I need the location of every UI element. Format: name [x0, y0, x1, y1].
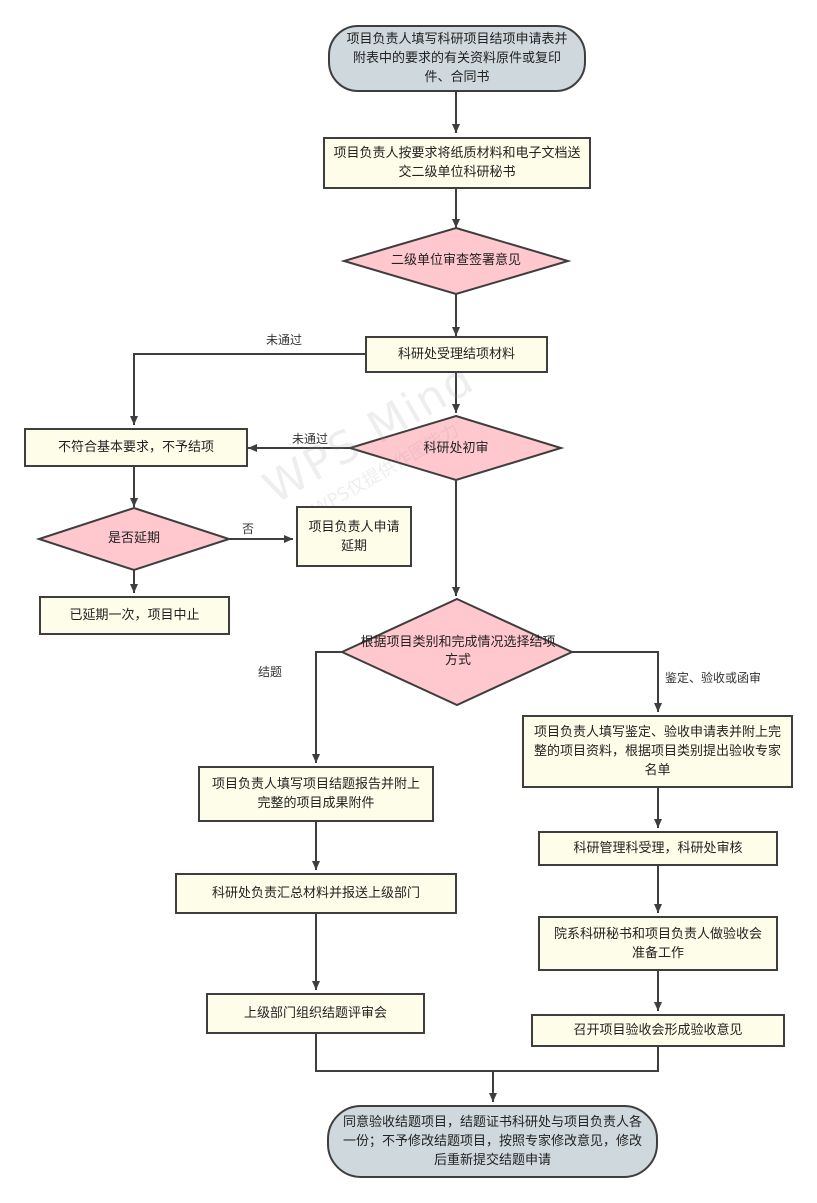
- choose-method-label: 根据项目类别和完成情况选择结项方式: [360, 635, 556, 668]
- edge-choose-right: [572, 651, 662, 712]
- right-accept-text: 科研管理科受理，科研处审核: [573, 841, 743, 856]
- decision-initial-review: [346, 414, 565, 482]
- not-meet-box: 不符合基本要求，不予结项: [24, 428, 248, 467]
- label-conclude: 结题: [258, 665, 283, 679]
- extended-question-label: 是否延期: [107, 531, 160, 546]
- decision-extended: [35, 506, 233, 572]
- right-meeting-text: 召开项目验收会形成验收意见: [573, 1023, 743, 1038]
- end-terminal: 同意验收结题项目，结题证书科研处与项目负责人各一份；不予修改结题项目，按照专家修…: [327, 1105, 658, 1178]
- decision-choose-method: [339, 597, 575, 707]
- end-text: 同意验收结题项目，结题证书科研处与项目负责人各一份；不予修改结题项目，按照专家修…: [343, 1115, 643, 1168]
- apply-extension-box: 项目负责人申请延期: [296, 506, 412, 567]
- submit-text: 项目负责人按要求将纸质材料和电子文档送交二级单位科研秘书: [333, 146, 581, 180]
- accept-materials-box: 科研处受理结项材料: [365, 336, 548, 373]
- terminated-box: 已延期一次，项目中止: [39, 596, 230, 635]
- label-no: 否: [242, 522, 255, 536]
- right-prepare-text: 院系科研秘书和项目负责人做验收会准备工作: [553, 926, 762, 961]
- right-accept-box: 科研管理科受理，科研处审核: [538, 831, 778, 866]
- start-text: 项目负责人填写科研项目结项申请表并附表中的要求的有关资料原件或复印件、合同书: [346, 32, 568, 85]
- accept-text: 科研处受理结项材料: [397, 347, 515, 362]
- terminated-text: 已延期一次，项目中止: [69, 608, 200, 623]
- right-meeting-box: 召开项目验收会形成验收意见: [531, 1014, 785, 1047]
- left-summary-box: 科研处负责汇总材料并报送上级部门: [175, 873, 457, 914]
- label-initial-not-passed: 未通过: [292, 432, 329, 446]
- left-review-box: 上级部门组织结题评审会: [206, 993, 425, 1034]
- dept-review-label: 二级单位审查签署意见: [390, 253, 521, 268]
- start-terminal: 项目负责人填写科研项目结项申请表并附表中的要求的有关资料原件或复印件、合同书: [328, 25, 586, 92]
- label-appraise: 鉴定、验收或函审: [665, 671, 762, 685]
- edge-accept-notmeet: [130, 353, 365, 425]
- submit-materials-box: 项目负责人按要求将纸质材料和电子文档送交二级单位科研秘书: [323, 137, 591, 189]
- edge-choose-left: [312, 651, 346, 763]
- left-summary-text: 科研处负责汇总材料并报送上级部门: [211, 886, 420, 901]
- edge-left-end: [315, 1034, 493, 1072]
- edge-right-end: [493, 1047, 659, 1072]
- apply-extension-text: 项目负责人申请延期: [308, 519, 400, 554]
- initial-review-label: 科研处初审: [423, 441, 489, 456]
- left-review-text: 上级部门组织结题评审会: [243, 1006, 387, 1021]
- label-accept-not-passed: 未通过: [266, 333, 303, 347]
- right-apply-text: 项目负责人填写鉴定、验收申请表并附上完整的项目资料，根据项目类别提出验收专家名单: [533, 725, 781, 778]
- left-report-text: 项目负责人填写项目结题报告并附上完整的项目成果附件: [211, 777, 420, 811]
- right-prepare-box: 院系科研秘书和项目负责人做验收会准备工作: [538, 916, 778, 971]
- left-report-box: 项目负责人填写项目结题报告并附上完整的项目成果附件: [198, 766, 434, 822]
- decision-dept-review: [340, 226, 572, 296]
- right-apply-box: 项目负责人填写鉴定、验收申请表并附上完整的项目资料，根据项目类别提出验收专家名单: [522, 715, 793, 788]
- not-meet-text: 不符合基本要求，不予结项: [57, 440, 214, 455]
